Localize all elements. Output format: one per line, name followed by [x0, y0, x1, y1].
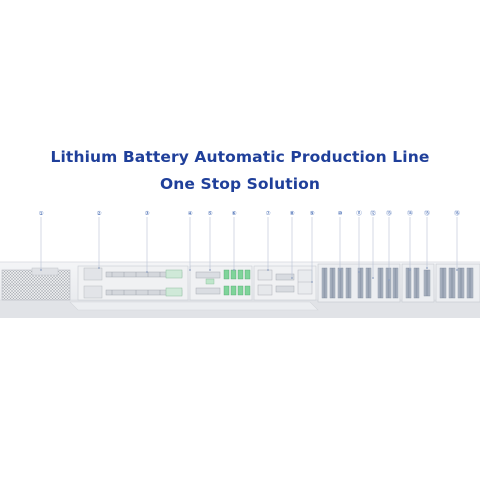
- station-marker-label: ⑯: [454, 209, 460, 217]
- station-marker-dot: [388, 279, 390, 281]
- station-marker-5: ⑤: [208, 211, 213, 271]
- station-marker-4: ④: [188, 211, 193, 271]
- station-marker-dot: [358, 271, 360, 273]
- station-marker-dot: [311, 281, 313, 283]
- station-marker-label: ⑥: [232, 211, 237, 217]
- title-line-2: One Stop Solution: [159, 175, 321, 193]
- station-marker-label: ⑬: [386, 209, 392, 217]
- station-marker-dot: [291, 277, 293, 279]
- station-marker-14: ⑭: [407, 209, 413, 271]
- station-marker-dot: [267, 269, 269, 271]
- raw-material-storage: [1, 267, 71, 301]
- injection-and-sealing-zone: [253, 265, 317, 301]
- station-marker-label: ⑭: [407, 209, 413, 217]
- station-marker-2: ②: [97, 210, 102, 269]
- station-marker-dot: [98, 267, 100, 269]
- station-marker-15: ⑮: [424, 209, 430, 269]
- electrode-processing-zone: [77, 265, 189, 301]
- station-marker-8: ⑧: [290, 211, 295, 279]
- station-marker-13: ⑬: [386, 209, 392, 281]
- station-marker-dot: [146, 271, 148, 273]
- station-marker-label: ④: [188, 211, 193, 217]
- station-marker-11: ⑪: [356, 209, 362, 273]
- station-marker-dot: [456, 269, 458, 271]
- station-marker-7: ⑦: [266, 210, 271, 271]
- station-marker-dot: [40, 269, 42, 271]
- station-marker-6: ⑥: [232, 211, 237, 271]
- station-marker-dot: [209, 269, 211, 271]
- station-marker-dot: [189, 269, 191, 271]
- station-marker-dot: [372, 277, 374, 279]
- station-marker-dot: [426, 267, 428, 269]
- station-marker-dot: [339, 269, 341, 271]
- station-marker-12: ⑫: [370, 209, 376, 279]
- station-marker-label: ②: [97, 210, 102, 217]
- station-marker-10: ⑩: [338, 210, 343, 271]
- title-line-1: Lithium Battery Automatic Production Lin…: [50, 148, 430, 166]
- station-marker-label: ⑤: [208, 211, 213, 217]
- station-marker-label: ⑩: [338, 210, 343, 217]
- station-marker-3: ③: [145, 211, 150, 273]
- aging-storage-zone: [401, 263, 480, 303]
- station-marker-1: ①: [39, 211, 44, 271]
- station-marker-label: ⑨: [310, 210, 315, 217]
- station-marker-label: ①: [39, 211, 44, 217]
- cell-assembly-zone: [189, 265, 253, 301]
- station-marker-label: ③: [145, 211, 150, 217]
- station-marker-label: ⑫: [370, 209, 376, 217]
- formation-rack-zone: [317, 263, 401, 303]
- station-marker-9: ⑨: [310, 210, 315, 283]
- station-marker-label: ⑧: [290, 211, 295, 217]
- station-marker-16: ⑯: [454, 209, 460, 271]
- station-marker-dot: [233, 269, 235, 271]
- station-marker-label: ⑪: [356, 209, 362, 217]
- station-marker-label: ⑮: [424, 209, 430, 217]
- station-marker-label: ⑦: [266, 210, 271, 217]
- station-marker-dot: [409, 269, 411, 271]
